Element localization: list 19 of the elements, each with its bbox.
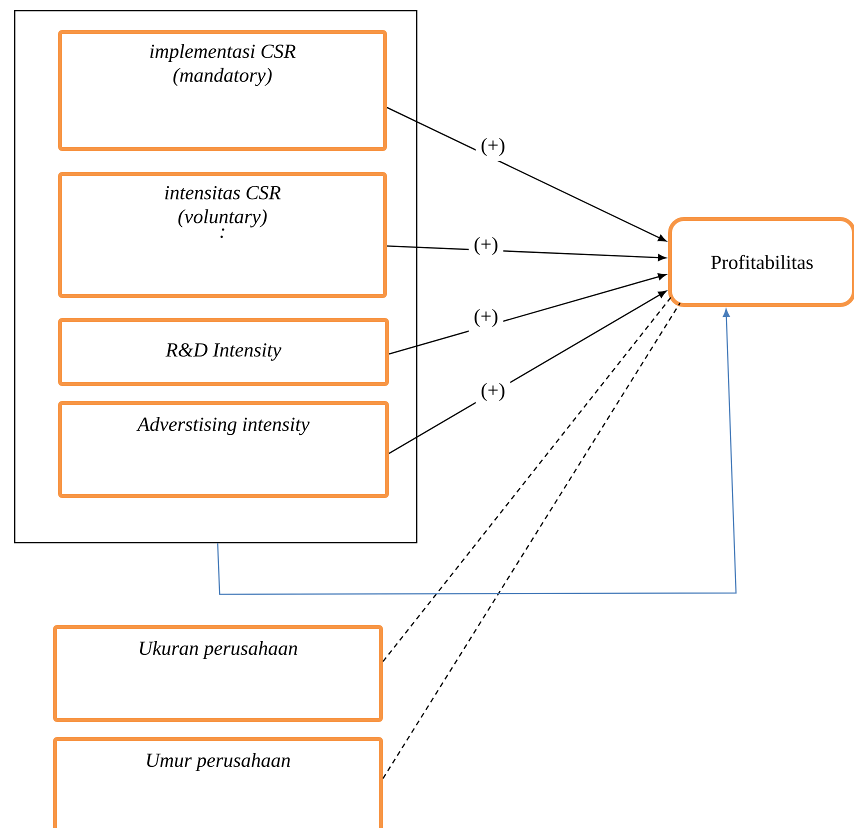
variable-box: Adverstising intensity — [58, 401, 389, 498]
arrow — [386, 245, 666, 262]
arrow — [386, 106, 666, 242]
arrow — [388, 273, 666, 355]
outcome-box: Profitabilitas — [668, 217, 854, 307]
dashed-line — [382, 302, 681, 779]
variable-box: implementasi CSR (mandatory) — [58, 30, 387, 151]
edge-label: (+) — [476, 132, 510, 162]
edge-label: (+) — [476, 378, 510, 406]
variable-box: intensitas CSR (voluntary) : — [58, 172, 387, 298]
variable-box: Umur perusahaan — [53, 737, 383, 828]
variable-box: Ukuran perusahaan — [53, 625, 383, 722]
edge-label: (+) — [468, 232, 504, 260]
arrow — [388, 290, 666, 454]
group-box — [14, 10, 418, 544]
arrow — [217, 308, 737, 595]
variable-box: R&D Intensity — [58, 318, 389, 386]
dashed-line — [382, 296, 673, 662]
edge-label: (+) — [468, 304, 504, 332]
